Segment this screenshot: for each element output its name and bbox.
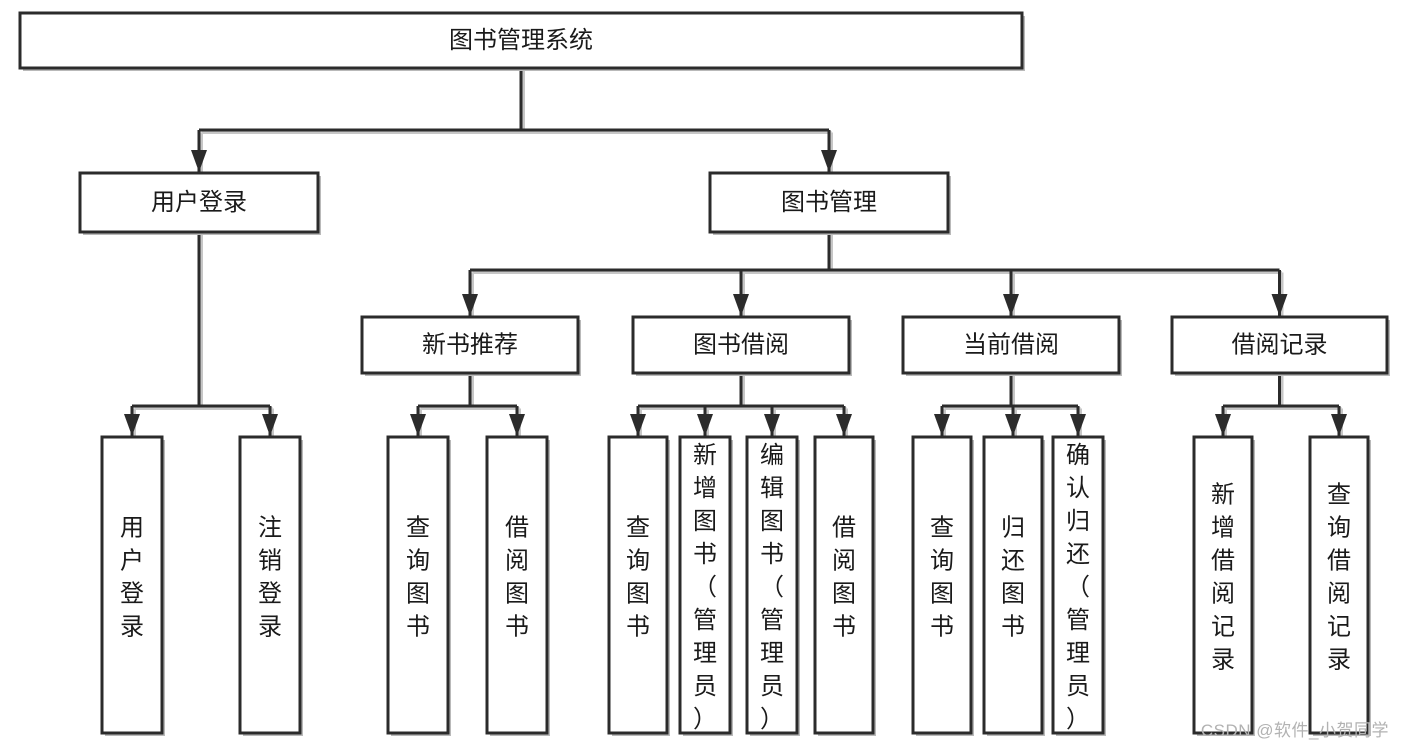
node-box	[631, 315, 851, 375]
edge-book-borrow-arrow-2	[764, 414, 780, 436]
node-box	[78, 171, 320, 234]
node-label: 查询图书	[626, 515, 650, 641]
node-book-borrow[interactable]: 图书借阅	[631, 315, 852, 376]
node-label: 借阅记录	[1232, 331, 1328, 358]
node-label: 查询图书	[930, 515, 954, 641]
node-borrow-records[interactable]: 借阅记录	[1170, 315, 1390, 376]
node-label: 用户登录	[120, 515, 144, 641]
node-box	[911, 435, 973, 735]
node-box	[386, 435, 450, 735]
node-box	[485, 435, 549, 735]
edge-current-borrow-arrow-2	[1070, 414, 1086, 436]
node-box	[18, 11, 1024, 70]
node-borrow-query-book[interactable]: 查询图书	[607, 435, 670, 736]
edge-book-mgmt-arrow-3	[1271, 294, 1288, 316]
node-box	[982, 435, 1044, 735]
node-box	[607, 435, 669, 735]
node-box	[360, 315, 580, 375]
edge-book-borrow-arrow-1	[697, 414, 713, 436]
node-new-book-recommend[interactable]: 新书推荐	[360, 315, 581, 376]
node-borrow-add-book[interactable]: 新增图书（管理员）	[678, 435, 733, 736]
edge-book-borrow-arrow-0	[630, 414, 646, 436]
node-box	[901, 315, 1121, 375]
node-root[interactable]: 图书管理系统	[18, 11, 1025, 71]
edge-book-borrow-arrow-3	[836, 414, 852, 436]
node-label: 当前借阅	[963, 331, 1059, 358]
node-login-logout[interactable]: 注销登录	[238, 435, 303, 736]
node-current-return-book[interactable]: 归还图书	[982, 435, 1045, 736]
node-label: 编辑图书（管理员）	[760, 442, 784, 733]
edge-layer	[124, 68, 1347, 439]
node-box	[1051, 435, 1105, 735]
node-box	[813, 435, 875, 735]
edge-user-login-arrow-0	[124, 414, 140, 436]
node-label: 新增图书（管理员）	[693, 442, 717, 733]
node-label: 新书推荐	[422, 331, 518, 358]
edge-book-mgmt-arrow-0	[462, 294, 478, 316]
edge-borrow-records-arrow-1	[1331, 414, 1347, 436]
node-label: 图书管理	[781, 189, 877, 216]
node-label: 借阅图书	[505, 515, 529, 641]
edge-current-borrow-arrow-0	[934, 414, 950, 436]
node-borrow-borrow-book[interactable]: 借阅图书	[813, 435, 876, 736]
node-user-login[interactable]: 用户登录	[78, 171, 321, 235]
node-label: 确认归还（管理员）	[1066, 442, 1090, 733]
edge-root-arrow-1	[821, 150, 837, 172]
edge-root-arrow-0	[191, 150, 207, 172]
node-borrow-edit-book[interactable]: 编辑图书（管理员）	[745, 435, 800, 736]
node-box	[238, 435, 302, 735]
node-label: 归还图书	[1001, 515, 1025, 641]
node-layer: 图书管理系统用户登录图书管理用户登录注销登录新书推荐图书借阅当前借阅借阅记录查询…	[18, 11, 1390, 736]
node-box	[1308, 435, 1370, 735]
node-label: 新增借阅记录	[1211, 482, 1235, 674]
node-label: 图书借阅	[693, 331, 789, 358]
node-current-confirm-return[interactable]: 确认归还（管理员）	[1051, 435, 1106, 736]
edge-book-mgmt-arrow-1	[733, 294, 749, 316]
edge-current-borrow-arrow-1	[1005, 414, 1021, 436]
node-box	[745, 435, 799, 735]
node-box	[1192, 435, 1254, 735]
edge-new-book-recommend-arrow-0	[410, 414, 426, 436]
node-label: 注销登录	[258, 515, 282, 641]
node-rec-borrow-book[interactable]: 借阅图书	[485, 435, 550, 736]
edge-new-book-recommend-arrow-1	[509, 414, 525, 436]
node-current-borrow[interactable]: 当前借阅	[901, 315, 1122, 376]
node-login-user-login[interactable]: 用户登录	[100, 435, 165, 736]
node-label: 查询图书	[406, 515, 430, 641]
node-box	[100, 435, 164, 735]
node-records-query[interactable]: 查询借阅记录	[1308, 435, 1371, 736]
node-label: 图书管理系统	[449, 27, 593, 54]
node-records-add[interactable]: 新增借阅记录	[1192, 435, 1255, 736]
node-box	[1170, 315, 1389, 375]
node-current-query-book[interactable]: 查询图书	[911, 435, 974, 736]
edge-borrow-records-arrow-0	[1215, 414, 1231, 436]
node-label: 借阅图书	[832, 515, 856, 641]
edge-user-login-arrow-1	[262, 414, 278, 436]
node-label: 用户登录	[151, 189, 247, 216]
node-rec-query-book[interactable]: 查询图书	[386, 435, 451, 736]
node-box	[678, 435, 732, 735]
node-box	[708, 171, 950, 234]
node-book-management[interactable]: 图书管理	[708, 171, 951, 235]
node-label: 查询借阅记录	[1327, 482, 1351, 674]
edge-book-mgmt-arrow-2	[1003, 294, 1019, 316]
